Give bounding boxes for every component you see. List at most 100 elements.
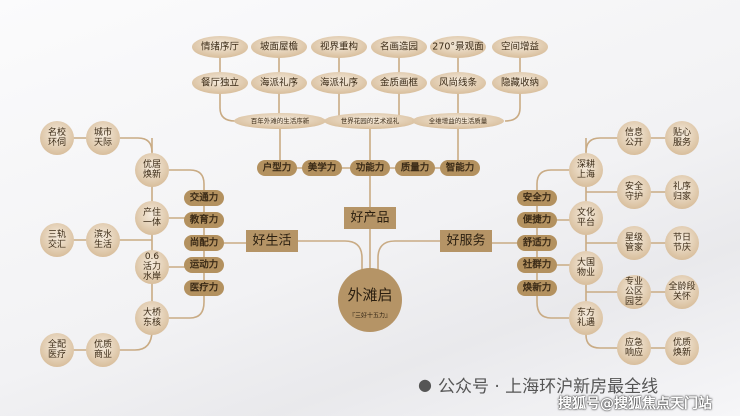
service-node-circle [617,226,651,260]
power-pill: 舒适力 [517,235,557,251]
power-pill: 户型力 [257,160,297,176]
life-node: 三轨交汇 [40,223,74,257]
node-label: 全维增益的生活质量 [429,116,488,125]
power-pill: 运动力 [184,257,224,273]
node-label: 社群力 [522,259,552,271]
power-pill: 美学力 [302,160,342,176]
node-label: 户型力 [262,162,292,174]
node-label: 功能力 [356,162,385,174]
center-subtitle: 『三好十五力』 [349,312,391,320]
feature-node: 名画造园 [371,36,427,58]
node-label: 滨水生活 [93,230,112,250]
life-node: 名校环伺 [40,121,74,155]
service-node-circle [617,121,651,155]
life-node: 大桥东核 [135,301,169,335]
life-node-circle [135,301,169,335]
node-label: 海派礼序 [320,77,359,89]
life-node-circle [40,121,74,155]
node-label: 世界花园的艺术巡礼 [341,116,400,125]
service-node: 全龄段关怀 [665,275,699,309]
service-node-circle [665,175,699,209]
node-label: 名校环伺 [47,128,66,148]
node-label: 餐厅独立 [201,77,239,89]
node-label: 安全力 [523,192,552,204]
node-label: 焕新力 [523,282,552,294]
life-node: 产住一体 [135,201,169,235]
service-node: 专业公区园艺 [617,275,651,309]
node-label: 好生活 [252,234,291,249]
node-label: 全配医疗 [47,340,66,360]
node-label: 尚配力 [190,237,219,249]
service-node-circle [569,153,603,187]
branch-service: 好服务 [440,230,492,252]
service-node: 星级管家 [617,226,651,260]
connector-line [504,83,521,122]
node-label: 海派礼序 [260,77,299,89]
service-node-circle [569,251,603,285]
node-label: 医疗力 [190,282,219,294]
node-label: 情绪序厅 [201,41,240,53]
node-label: 东方礼遇 [576,308,595,328]
node-label: 便捷力 [523,214,552,226]
node-label: 大国物业 [576,258,595,278]
connector-line [120,137,153,153]
node-label: 大桥东核 [142,308,161,328]
service-node-circle [617,275,651,309]
node-label: 视界重构 [320,41,358,53]
node-label: 美学力 [307,162,337,174]
service-node-circle [665,275,699,309]
feature-node: 270°景观面 [430,36,486,58]
node-label: 应急响应 [624,338,643,358]
power-pill: 质量力 [395,160,435,176]
branch-life: 好生活 [246,230,298,252]
service-node: 优质焕新 [665,331,699,365]
node-label: 0.6活力水岸 [142,252,161,282]
life-node-circle [86,333,120,367]
node-label: 三轨交汇 [47,230,66,250]
service-node-circle [617,175,651,209]
feature-node: 餐厅独立 [192,72,248,94]
node-label: 深耕上海 [576,160,595,180]
life-node-circle [40,333,74,367]
footer-text: 公众号 · 上海环沪新房最全线 [437,377,659,397]
feature-node: 海派礼序 [311,72,367,94]
node-label: 名画造园 [380,41,418,53]
power-pill: 智能力 [440,160,480,176]
life-node: 滨水生活 [86,223,120,257]
power-pill: 便捷力 [517,212,557,228]
feature-node: 金质画框 [371,72,427,94]
feature-node: 海派礼序 [251,72,307,94]
service-node-circle [617,331,651,365]
feature-node: 空间增益 [492,36,548,58]
life-node-circle [86,223,120,257]
life-node-circle [135,153,169,187]
power-pill: 安全力 [517,190,557,206]
life-node-circle [135,250,169,284]
node-label: 贴心服务 [672,128,691,148]
center-node: 外滩启『三好十五力』 [338,268,402,332]
life-node: 优质商业 [86,333,120,367]
node-label: 百年外滩的生活序新 [251,116,310,125]
node-label: 信息公开 [624,128,643,148]
service-node-circle [569,201,603,235]
service-node: 东方礼遇 [569,301,603,335]
footer: ● 公众号 · 上海环沪新房最全线 [418,372,658,397]
node-label: 空间增益 [501,41,540,53]
connector-line [536,169,569,185]
node-label: 舒适力 [523,237,552,249]
node-label: 礼序归家 [672,182,691,202]
feature-node: 坡面屋檐 [251,36,307,58]
life-node-circle [86,121,120,155]
node-label: 产住一体 [142,208,161,228]
service-node: 信息公开 [617,121,651,155]
connector-line [298,240,363,270]
power-pill: 尚配力 [184,235,224,251]
node-label: 好服务 [446,233,485,249]
power-pill: 教育力 [184,212,224,228]
connector-line [377,240,442,270]
service-node: 深耕上海 [569,153,603,187]
node-label: 优质焕新 [672,338,691,358]
service-node-circle [665,226,699,260]
node-label: 金质画框 [380,77,419,89]
